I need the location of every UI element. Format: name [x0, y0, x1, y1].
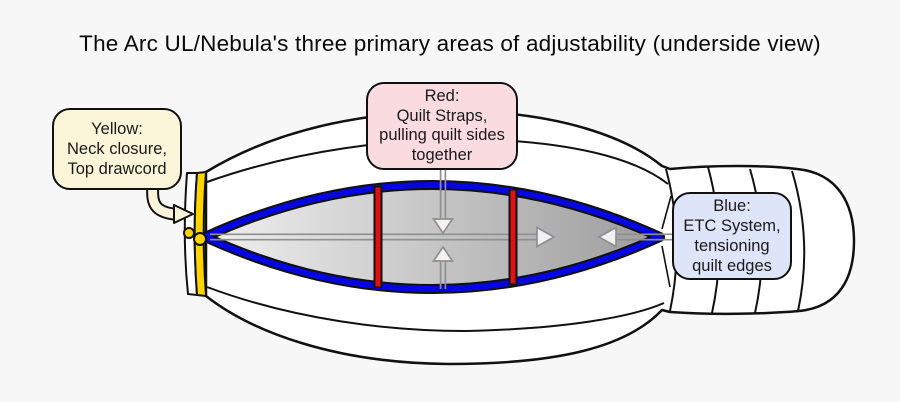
callout-heading: Red: — [424, 87, 460, 105]
callout-blue-etc-system: Blue: ETC System, tensioning quilt edges — [672, 192, 792, 280]
gather-lines — [661, 195, 672, 288]
callout-line: Neck closure, — [67, 140, 167, 158]
drawcord-toggle — [183, 227, 195, 239]
callout-line: ETC System, — [683, 217, 781, 235]
up-pull-arrow — [431, 245, 455, 289]
callout-line: together — [411, 145, 473, 164]
callout-yellow-neck-closure: Yellow: Neck closure, Top drawcord — [52, 108, 182, 190]
callout-line: Quilt Straps, — [396, 106, 488, 125]
quilt-straps — [373, 186, 518, 288]
down-arrow-icon — [431, 218, 455, 235]
quilt-inner-bottom-edge — [206, 286, 665, 333]
callout-pointer-arrow — [146, 179, 194, 224]
callout-red-quilt-straps: Red: Quilt Straps, pulling quilt sides t… — [366, 82, 518, 170]
up-arrow-icon — [431, 245, 455, 262]
etc-ellipse-blue-band — [202, 182, 663, 292]
callout-line: pulling quilt sides — [379, 126, 505, 144]
callout-line: quilt edges — [692, 257, 772, 275]
right-arrow-icon — [536, 226, 556, 248]
callout-line: tensioning — [694, 237, 770, 255]
diagram-title: The Arc UL/Nebula's three primary areas … — [79, 31, 821, 56]
callout-heading: Blue: — [713, 197, 751, 215]
left-arrow-icon — [597, 226, 617, 248]
pointer-arrowhead-icon — [173, 204, 194, 224]
left-tension-arrow — [597, 226, 676, 248]
down-pull-arrow — [431, 170, 455, 235]
callout-heading: Yellow: — [91, 120, 143, 138]
drawcord-toggle — [193, 232, 207, 246]
footbox-band — [791, 170, 806, 312]
callout-line: Top drawcord — [67, 160, 167, 178]
